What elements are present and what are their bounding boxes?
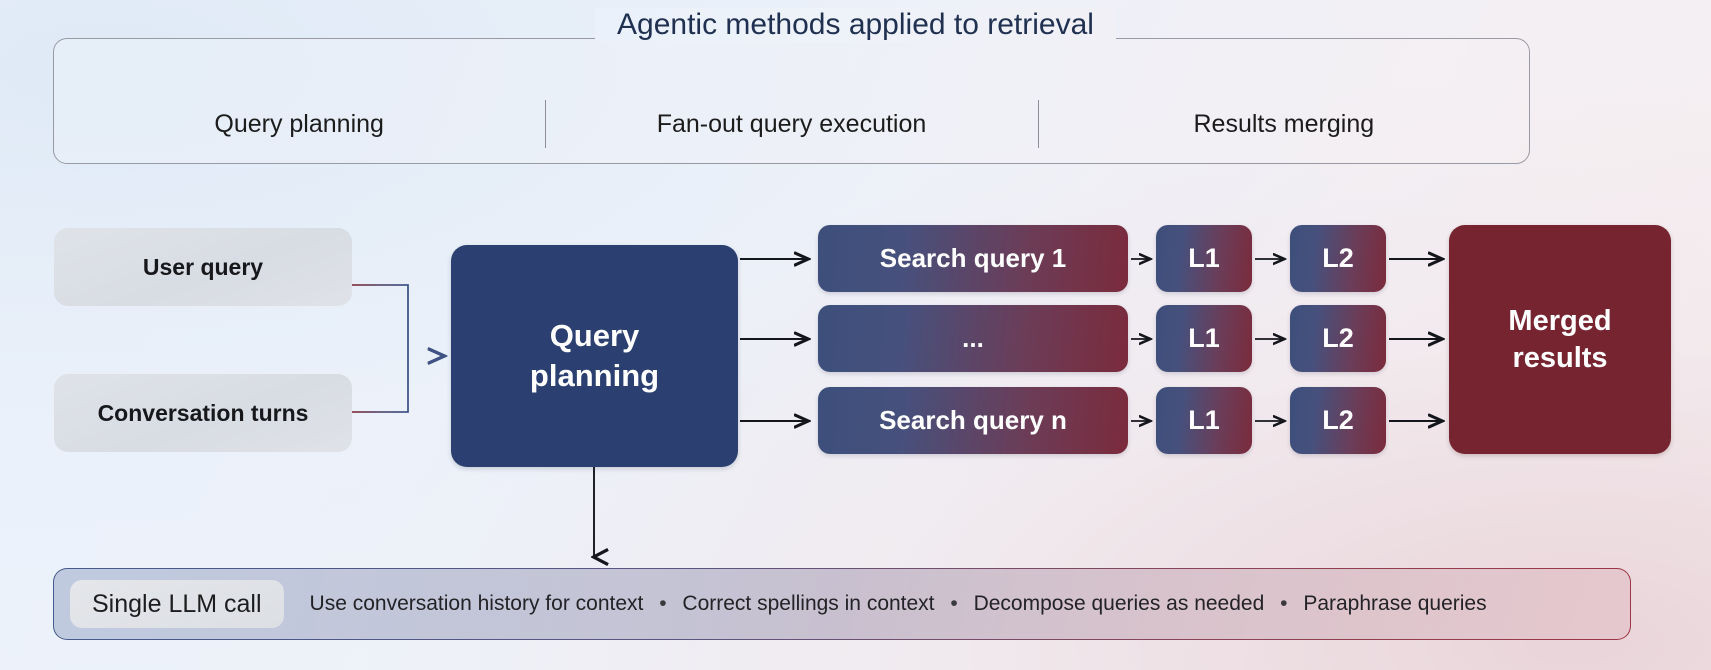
llm-feature-3: Decompose queries as needed (973, 592, 1265, 615)
phase-fan-out-query-execution: Fan-out query execution (545, 110, 1037, 139)
single-llm-call-pill: Single LLM call (70, 580, 284, 628)
l1-box-row-2: L1 (1156, 305, 1252, 372)
query-planning-line2: planning (529, 358, 660, 393)
l1-label-row-3: L1 (1188, 405, 1220, 435)
l1-box-row-3: L1 (1156, 387, 1252, 454)
l1-label-row-1: L1 (1188, 243, 1220, 273)
llm-feature-1: Use conversation history for context (309, 592, 644, 615)
input-box-user-query-label: User query (142, 253, 264, 280)
l2-label-row-3: L2 (1322, 405, 1354, 435)
merged-results-line2: results (1512, 341, 1608, 374)
search-query-box-3: Search query n (818, 387, 1128, 454)
llm-feature-list: Use conversation history for context • C… (310, 592, 1487, 616)
llm-feature-2: Correct spellings in context (682, 592, 935, 615)
agentic-methods-panel (53, 38, 1530, 164)
feature-separator-2: • (950, 592, 958, 615)
feature-separator-1: • (659, 592, 667, 615)
query-planning-line1: Query (549, 318, 640, 354)
single-llm-call-label: Single LLM call (92, 589, 262, 618)
input-box-user-query: User query (54, 228, 352, 306)
l2-label-row-1: L2 (1322, 243, 1354, 273)
phase-results-merging: Results merging (1038, 110, 1530, 139)
llm-feature-4: Paraphrase queries (1303, 592, 1487, 615)
query-planning-node: Query planning (451, 245, 738, 467)
merged-results-node: Merged results (1449, 225, 1671, 454)
search-query-label-1: Search query 1 (879, 243, 1067, 273)
feature-separator-3: • (1280, 592, 1288, 615)
l2-box-row-2: L2 (1290, 305, 1386, 372)
phase-query-planning: Query planning (214, 109, 384, 138)
search-query-label-3: Search query n (879, 405, 1067, 435)
phase-row: Query planning Fan-out query execution R… (53, 84, 1530, 164)
l1-box-row-1: L1 (1156, 225, 1252, 292)
panel-title-text: Agentic methods applied to retrieval (595, 8, 1116, 42)
panel-title: Agentic methods applied to retrieval (0, 8, 1711, 42)
search-query-box-1: Search query 1 (818, 225, 1128, 292)
search-query-box-2: ... (818, 305, 1128, 372)
l2-box-row-3: L2 (1290, 387, 1386, 454)
single-llm-call-bar: Single LLM call Use conversation history… (53, 568, 1631, 640)
input-box-conversation-turns: Conversation turns (54, 374, 352, 452)
search-query-label-2: ... (962, 323, 984, 353)
l2-box-row-1: L2 (1290, 225, 1386, 292)
input-box-conversation-turns-label: Conversation turns (97, 399, 309, 426)
l2-label-row-2: L2 (1322, 323, 1354, 353)
merged-results-line1: Merged (1508, 304, 1612, 337)
l1-label-row-2: L1 (1188, 323, 1220, 353)
